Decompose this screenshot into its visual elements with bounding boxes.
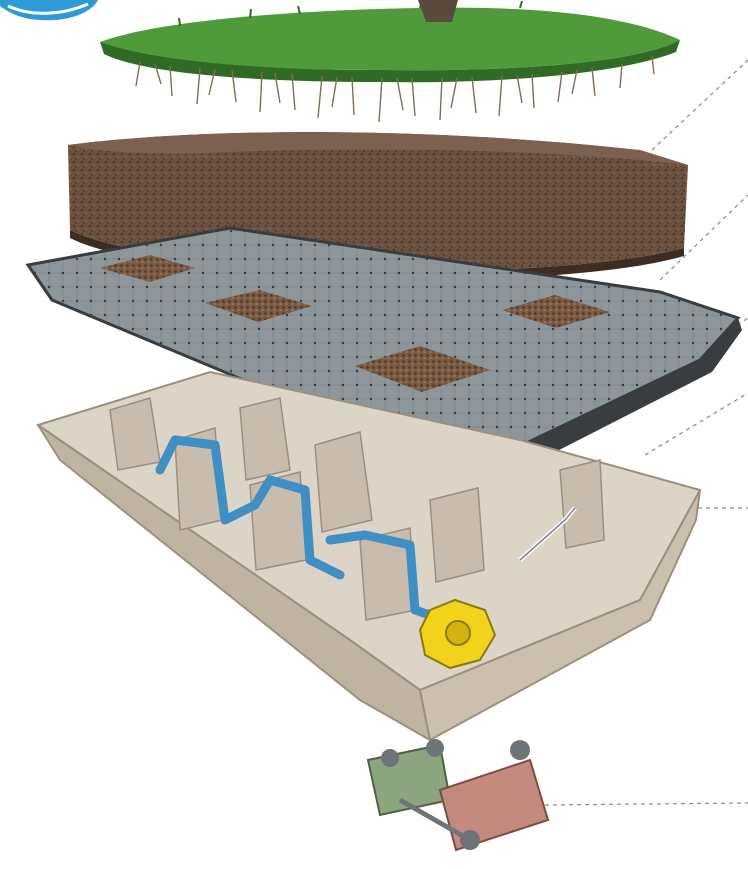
leader-line-tray-top — [645, 393, 748, 455]
grass-layer — [100, 0, 680, 122]
leader-line-pedestal — [545, 803, 748, 805]
logo — [0, 0, 98, 20]
pedestal-layer — [368, 739, 548, 850]
leader-line-grass — [652, 60, 748, 150]
